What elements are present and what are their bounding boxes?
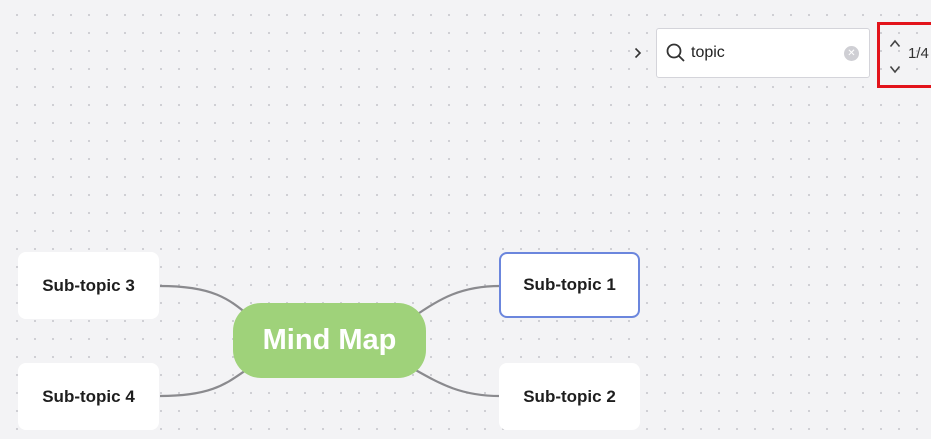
- sub-topic-4-label: Sub-topic 4: [42, 386, 135, 406]
- connector-sub2: [411, 367, 501, 398]
- chevron-up-icon[interactable]: [889, 35, 901, 48]
- sub-topic-3-label: Sub-topic 3: [42, 275, 135, 295]
- central-topic-node[interactable]: Mind Map: [233, 303, 426, 378]
- sub-topic-3-node[interactable]: Sub-topic 3: [18, 252, 159, 319]
- match-counter: 1/4: [908, 45, 929, 62]
- sub-topic-1-node[interactable]: Sub-topic 1: [499, 252, 640, 318]
- clear-icon[interactable]: ✕: [844, 46, 859, 61]
- connector-sub4: [159, 365, 253, 398]
- central-topic-label: Mind Map: [262, 324, 397, 356]
- search-input[interactable]: [691, 41, 831, 65]
- chevron-right-icon[interactable]: [629, 42, 647, 64]
- search-bar: ✕: [656, 28, 870, 78]
- connector-sub1: [411, 284, 501, 319]
- match-navigation: 1/4: [877, 22, 931, 88]
- search-icon: [665, 42, 687, 64]
- sub-topic-2-node[interactable]: Sub-topic 2: [499, 363, 640, 430]
- chevron-down-icon[interactable]: [889, 61, 901, 74]
- sub-topic-2-label: Sub-topic 2: [523, 386, 616, 406]
- sub-topic-1-label: Sub-topic 1: [523, 275, 616, 294]
- sub-topic-4-node[interactable]: Sub-topic 4: [18, 363, 159, 430]
